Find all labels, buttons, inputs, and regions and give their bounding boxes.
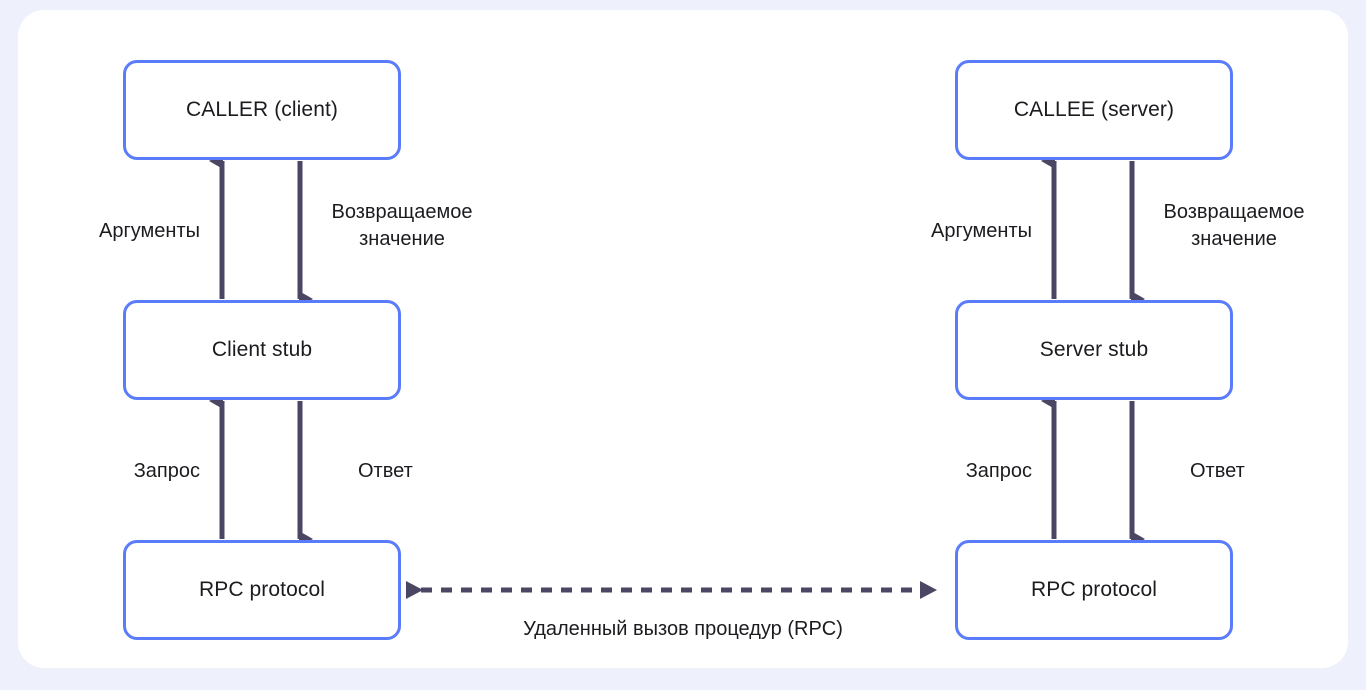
- node-caller-label: CALLER (client): [185, 98, 339, 122]
- node-callee[interactable]: CALLEE (server): [955, 60, 1233, 160]
- node-caller[interactable]: CALLER (client): [123, 60, 401, 160]
- edge-label-left-response: Ответ: [358, 460, 413, 482]
- edge-label-right-arguments: Аргументы: [931, 220, 1032, 242]
- edge-label-left-arguments: Аргументы: [99, 220, 200, 242]
- node-callee-label: CALLEE (server): [1013, 98, 1175, 122]
- edge-label-right-return-value: Возвращаемое значение: [1163, 201, 1305, 250]
- node-server-stub-label: Server stub: [1039, 338, 1149, 362]
- edge-label-left-request: Запрос: [133, 460, 200, 482]
- node-rpc-protocol-right-label: RPC protocol: [1030, 578, 1158, 602]
- node-server-stub[interactable]: Server stub: [955, 300, 1233, 400]
- node-client-stub[interactable]: Client stub: [123, 300, 401, 400]
- node-rpc-protocol-left-label: RPC protocol: [198, 578, 326, 602]
- node-client-stub-label: Client stub: [211, 338, 313, 362]
- edge-label-left-return-value: Возвращаемое значение: [331, 201, 473, 250]
- edge-label-right-response: Ответ: [1190, 460, 1245, 482]
- node-rpc-protocol-left[interactable]: RPC protocol: [123, 540, 401, 640]
- edge-label-right-request: Запрос: [965, 460, 1032, 482]
- rpc-link-caption: Удаленный вызов процедур (RPC): [523, 618, 843, 640]
- node-rpc-protocol-right[interactable]: RPC protocol: [955, 540, 1233, 640]
